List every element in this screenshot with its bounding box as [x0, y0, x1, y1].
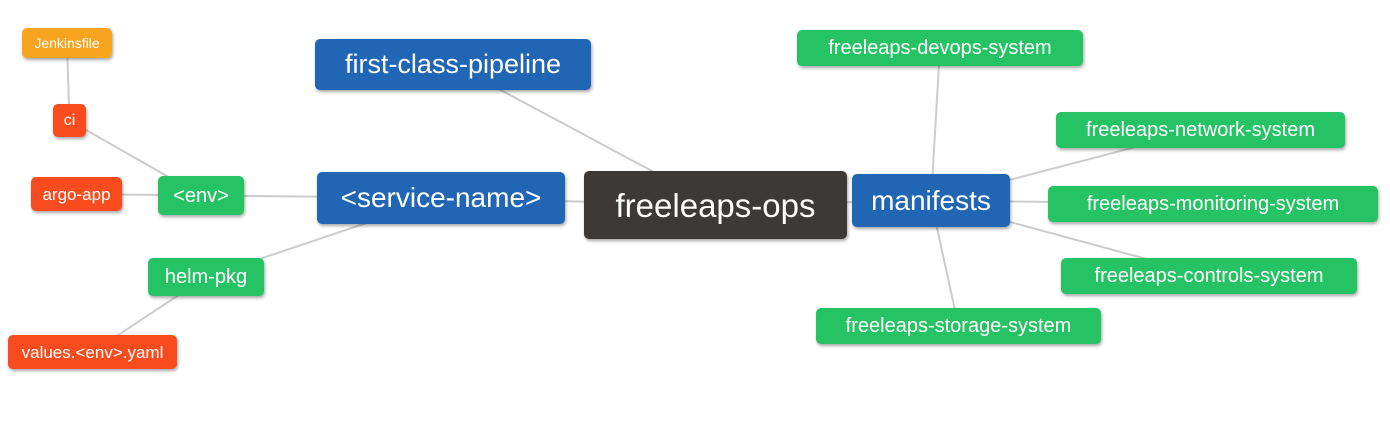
node-freeleaps-network-system[interactable]: freeleaps-network-system — [1056, 112, 1345, 148]
node-ci[interactable]: ci — [53, 104, 86, 137]
node-freeleaps-devops-system[interactable]: freeleaps-devops-system — [797, 30, 1083, 66]
node-first-class-pipeline[interactable]: first-class-pipeline — [315, 39, 591, 90]
node-argo-app[interactable]: argo-app — [31, 177, 122, 211]
node-helm-pkg[interactable]: helm-pkg — [148, 258, 264, 296]
node-manifests[interactable]: manifests — [852, 174, 1010, 227]
node-values-env-yaml[interactable]: values.<env>.yaml — [8, 335, 177, 369]
node-env[interactable]: <env> — [158, 176, 244, 215]
node-freeleaps-monitoring-system[interactable]: freeleaps-monitoring-system — [1048, 186, 1378, 222]
node-jenkinsfile[interactable]: Jenkinsfile — [22, 28, 112, 58]
node-freeleaps-ops[interactable]: freeleaps-ops — [584, 171, 847, 239]
node-service-name[interactable]: <service-name> — [317, 172, 565, 224]
node-freeleaps-storage-system[interactable]: freeleaps-storage-system — [816, 308, 1101, 344]
node-freeleaps-controls-system[interactable]: freeleaps-controls-system — [1061, 258, 1357, 294]
